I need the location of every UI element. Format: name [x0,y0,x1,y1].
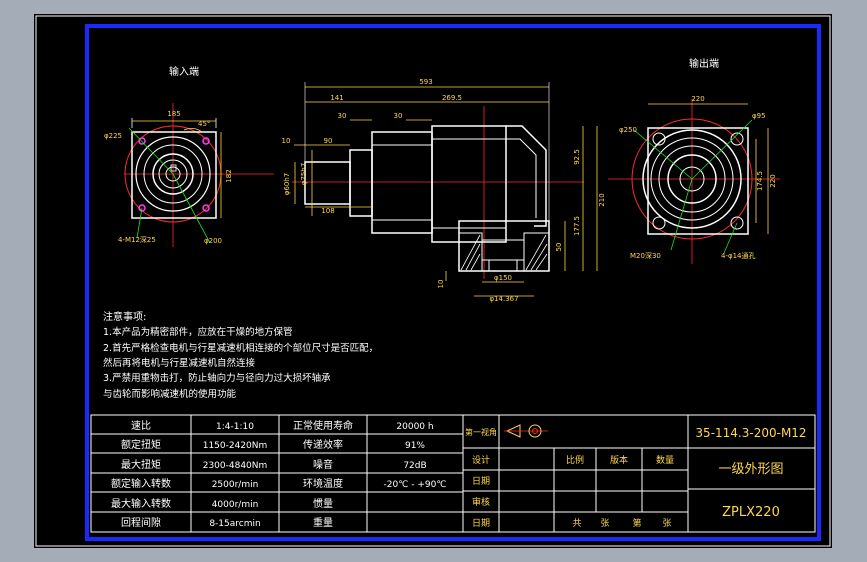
spec-r4-c4: -20℃ - +90℃ [384,480,447,490]
side-spigot-dim: φ75h7 [300,163,308,185]
spec-r6-c2: 8-15arcmin [209,519,260,529]
side-e-dim: 10 [282,137,291,145]
side-f-dim: 90 [324,137,333,145]
spec-r6-c3: 重量 [313,516,333,529]
side-h3-dim: 210 [598,193,606,206]
input-end-label: 输入端 [169,65,199,78]
spec-r5-c1: 最大输入转数 [111,497,171,510]
projection-label: 第一视角 [465,427,497,437]
review-label: 审核 [472,496,490,508]
drawing-name: 一级外形图 [718,462,783,477]
spec-r2-c3: 传递效率 [303,438,343,451]
side-bot2-dim: φ14.367 [489,295,518,303]
drawing-canvas: 输入端 185 45° φ225 182 4-M12深25 φ200 [35,15,831,547]
input-width-dim: 185 [167,110,180,118]
output-bolt-dim: M20深30 [630,251,661,260]
spec-r6-c1: 回程间隙 [121,516,161,529]
spec-r4-c1: 额定输入转数 [111,477,171,490]
note-line-2: 2.首先严格检查电机与行星减速机相连接的个部位尺寸是否匹配， [103,342,378,354]
version-label: 版本 [610,454,628,466]
side-d-dim: 30 [394,112,403,120]
side-g-dim: 108 [321,207,334,215]
sheet-label: 张 [600,518,609,529]
input-pcd-dim: φ225 [104,132,122,140]
spec-r1-c2: 1:4-1:10 [216,422,254,432]
side-total-dim: 593 [419,78,432,86]
scale-label: 比例 [566,454,584,466]
notes-title: 注意事项: [103,310,146,323]
date-label-1: 日期 [472,476,490,487]
input-height-dim: 182 [225,169,233,182]
input-angle-dim: 45° [198,120,210,128]
output-width-dim: 220 [691,95,704,103]
input-bolt-dim: 4-M12深25 [118,235,156,244]
inner-border [85,24,821,541]
design-label: 设计 [472,454,490,466]
side-h2-dim: 177.5 [573,216,581,236]
note-line-1: 1.本产品为精密部件，应放在干燥的地方保管 [103,326,293,338]
page-label: 张 [662,518,671,529]
number-label: 第 [632,517,641,529]
output-d1-dim: φ250 [619,126,637,134]
note-line-3: 然后再将电机与行星减速机自然连接 [103,357,256,369]
spec-r5-c2: 4000r/min [212,500,259,510]
spec-r1-c1: 速比 [131,420,151,432]
spec-r1-c4: 20000 h [396,422,433,432]
quantity-label: 数量 [656,454,674,466]
title-block: 第一视角 35-114.3-200-M12 设计 日期 审核 日期 比例 版本 … [462,414,816,533]
input-flange-view [124,103,274,247]
projection-symbol-icon [504,424,548,438]
drawing-code: 35-114.3-200-M12 [695,426,806,440]
side-h1-dim: 92.5 [573,149,581,165]
side-h5-dim: 10 [437,280,445,289]
side-shaft-dim: φ60h7 [283,173,291,195]
spec-r2-c2: 1150-2420Nm [203,441,268,451]
output-flange-view [608,99,780,264]
spec-r3-c4: 72dB [403,461,426,471]
side-bot1-dim: φ150 [494,274,512,282]
spec-r5-c3: 惯量 [313,497,333,510]
note-line-4: 3.严禁用重物击打，防止轴向力与径向力过大损坏轴承 [103,372,331,384]
side-c-dim: 30 [338,112,347,120]
side-a-dim: 141 [330,94,343,102]
spec-r4-c3: 环境温度 [303,477,343,490]
spec-r2-c1: 额定扭矩 [121,438,161,451]
output-d2-dim: φ95 [752,112,766,120]
side-view [292,82,598,297]
outer-frame [35,15,831,547]
output-h2-dim: 220 [769,174,777,187]
cad-drawing-sheet: 输入端 185 45° φ225 182 4-M12深25 φ200 [34,14,832,548]
spec-r1-c3: 正常使用寿命 [293,419,353,432]
note-line-5: 与齿轮而影响减速机的使用功能 [103,388,237,400]
output-end-label: 输出端 [689,57,719,70]
spec-r4-c2: 2500r/min [212,480,259,490]
spec-table: 速比 1:4-1:10 正常使用寿命 20000 h 额定扭矩 1150-242… [90,414,464,533]
output-h1-dim: 174.5 [756,171,764,191]
spec-r3-c1: 最大扭矩 [121,458,161,471]
side-b-dim: 269.5 [442,94,462,102]
output-holes-dim: 4-φ14通孔 [721,251,756,260]
notes-block: 注意事项: 1.本产品为精密部件，应放在干燥的地方保管 2.首先严格检查电机与行… [103,310,378,400]
date-label-2: 日期 [472,518,490,529]
model-name: ZPLX220 [722,505,780,520]
spec-r2-c4: 91% [405,441,425,451]
spec-r3-c3: 噪音 [313,458,333,471]
input-flange-dim: φ200 [204,237,222,245]
spec-r3-c2: 2300-4840Nm [203,461,268,471]
total-label: 共 [572,518,581,529]
side-h4-dim: 50 [555,243,563,252]
